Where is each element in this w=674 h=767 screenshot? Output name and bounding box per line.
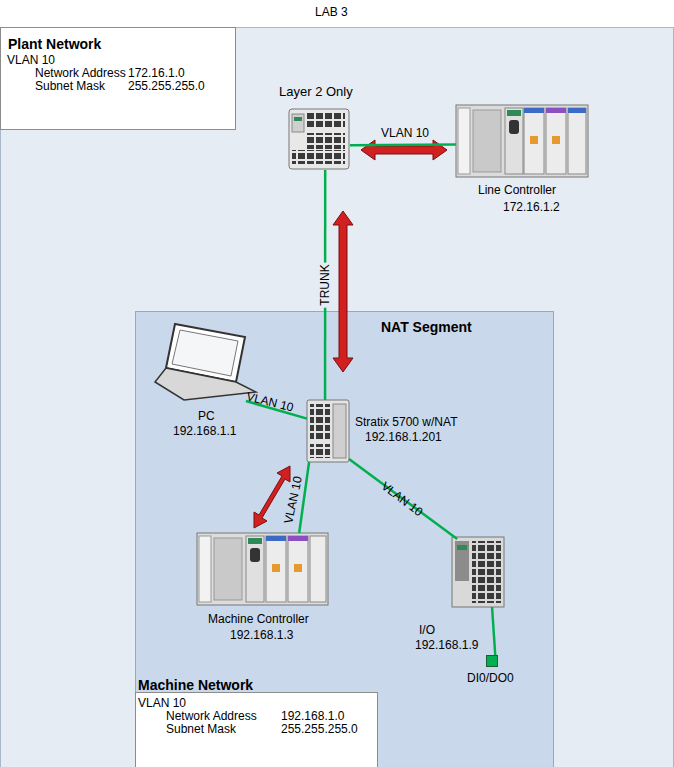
node-label: 172.16.1.2 (503, 200, 560, 215)
link-label: VLAN 10 (379, 126, 431, 140)
node-label: PC (198, 409, 215, 424)
network-link (350, 143, 456, 146)
node-label: Stratix 5700 w/NAT (355, 415, 457, 430)
node-label: Subnet Mask (35, 79, 105, 94)
stratix-switch-icon (307, 400, 349, 462)
plant-region-ground (1, 28, 674, 767)
node-label: 192.168.1.3 (230, 628, 293, 643)
nat-segment-region: NAT SegmentPC192.168.1.1Stratix 5700 w/N… (135, 311, 554, 767)
node-label: 255.255.255.0 (128, 79, 205, 94)
pc: PC192.168.1.1 (155, 323, 256, 401)
controller-chassis-icon (456, 105, 588, 177)
node-label: 255.255.255.0 (281, 722, 358, 737)
node-label: DI0/DO0 (467, 671, 514, 686)
node-label: Layer 2 Only (279, 84, 353, 100)
plant-network-region: Plant NetworkVLAN 10Network Address172.1… (0, 27, 674, 767)
node-label: 192.168.1.0 (281, 709, 344, 724)
node-label: Machine Network (138, 677, 253, 694)
node-label: NAT Segment (381, 319, 472, 336)
node-label: I/O (419, 623, 435, 638)
controller-chassis-icon (197, 533, 328, 605)
node-label: 192.168.1.201 (365, 430, 442, 445)
traffic-arrow (361, 140, 447, 160)
node-label: 192.168.1.9 (415, 638, 478, 653)
traffic-arrow (333, 211, 353, 372)
network-info-box: Machine NetworkVLAN 10Network Address 192… (135, 676, 378, 767)
machine-controller: Machine Controller192.168.1.3 (197, 533, 328, 605)
link-label: TRUNK (318, 262, 332, 307)
terminal-point: DI0/DO0 (486, 655, 498, 667)
nat-region-ground (136, 312, 554, 767)
node-label: VLAN 10 (7, 53, 55, 68)
node-label: Network Address (166, 709, 257, 724)
stratix-switch: Stratix 5700 w/NAT192.168.1.201 (307, 400, 349, 462)
io-module: I/O192.168.1.9 (452, 537, 504, 607)
diagram-title: LAB 3 (315, 5, 348, 19)
plant-info-box (1, 28, 236, 130)
line-controller: Line Controller172.16.1.2 (456, 105, 588, 177)
layer2-switch: Layer 2 Only (288, 108, 350, 170)
machine-info-box (136, 693, 378, 767)
laptop-icon (155, 324, 256, 400)
node-label: Subnet Mask (166, 722, 236, 737)
node-label: Machine Controller (208, 612, 309, 627)
node-label: 192.168.1.1 (173, 424, 236, 439)
node-label: VLAN 10 (138, 696, 186, 711)
io-module-icon (452, 537, 504, 607)
node-label: Line Controller (478, 183, 556, 198)
node-label: Plant Network (8, 36, 101, 53)
network-link (492, 607, 495, 655)
node-label: 172.16.1.0 (128, 66, 185, 81)
network-link (349, 459, 457, 539)
node-label: Network Address (35, 66, 126, 81)
switch-icon (289, 109, 349, 169)
